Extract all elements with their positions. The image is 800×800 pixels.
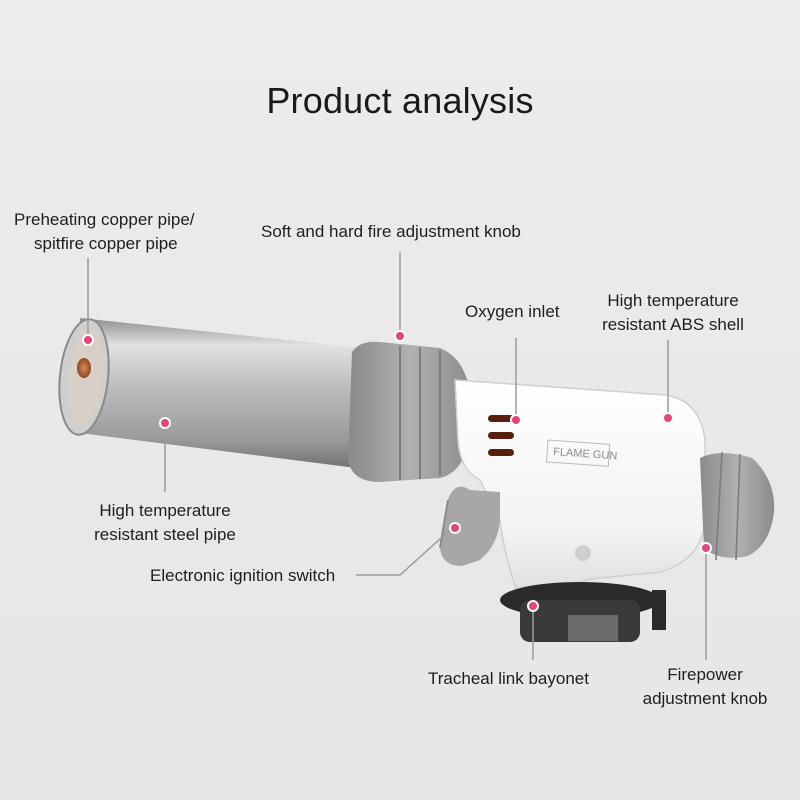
bayonet-mount bbox=[500, 582, 666, 642]
label-preheating-copper-pipe: Preheating copper pipe/ spitfire copper … bbox=[14, 210, 195, 253]
marker-bayonet bbox=[527, 600, 539, 612]
label-bayonet: Tracheal link bayonet bbox=[428, 669, 589, 688]
soft-hard-knob bbox=[348, 341, 472, 482]
marker-preheat bbox=[82, 334, 94, 346]
marker-soft-hard bbox=[394, 330, 406, 342]
label-ignition-switch: Electronic ignition switch bbox=[150, 566, 336, 585]
copper-pipe-tip bbox=[77, 358, 91, 378]
firepower-knob bbox=[700, 451, 775, 561]
label-steel-pipe: High temperature resistant steel pipe bbox=[94, 501, 236, 544]
leader-lines bbox=[87, 252, 707, 660]
marker-firepower bbox=[700, 542, 712, 554]
steel-pipe bbox=[58, 318, 380, 470]
label-oxygen-inlet: Oxygen inlet bbox=[465, 302, 560, 321]
label-abs-shell: High temperature resistant ABS shell bbox=[602, 291, 744, 334]
marker-oxygen bbox=[510, 414, 522, 426]
label-soft-hard-knob: Soft and hard fire adjustment knob bbox=[261, 222, 521, 241]
ignition-trigger bbox=[439, 486, 500, 566]
label-firepower-knob: Firepower adjustment knob bbox=[642, 665, 768, 708]
page-title: Product analysis bbox=[266, 80, 534, 121]
brand-text: FLAME GUN bbox=[553, 446, 618, 462]
markers bbox=[82, 330, 712, 612]
gun-body: FLAME GUN bbox=[454, 379, 706, 601]
marker-steel bbox=[159, 417, 171, 429]
marker-abs bbox=[662, 412, 674, 424]
marker-ignition bbox=[449, 522, 461, 534]
